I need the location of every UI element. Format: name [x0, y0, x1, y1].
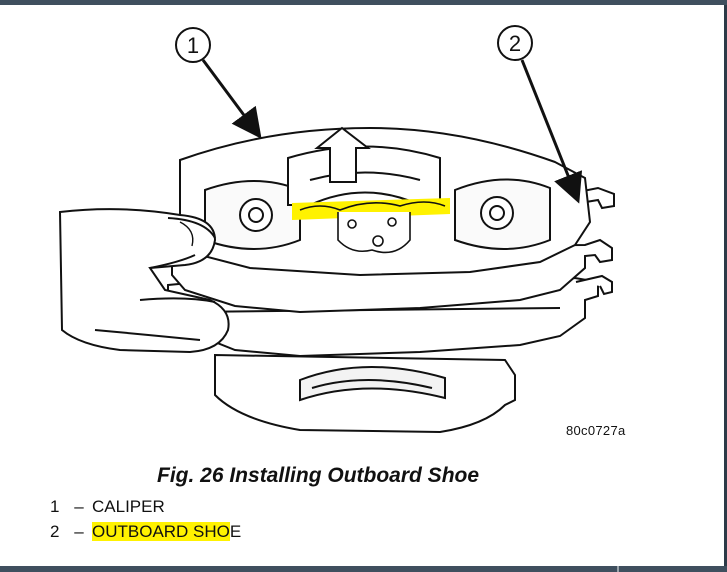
legend-number: 1: [50, 497, 60, 516]
callout-1-number: 1: [187, 33, 199, 58]
pointer-arrow-icon: [520, 59, 583, 204]
caliper-housing: [214, 353, 516, 434]
legend-dash: –: [74, 522, 84, 541]
figure-caption: Fig. 26 Installing Outboard Shoe: [157, 464, 480, 487]
window-top-border: [0, 0, 727, 5]
callout-2: 2: [497, 25, 583, 204]
callout-2-number: 2: [509, 31, 521, 56]
retaining-clip: [292, 198, 450, 254]
figure-code: 80c0727a: [566, 423, 626, 438]
window-right-border: [724, 5, 727, 566]
legend-dash: –: [74, 497, 84, 516]
callout-circle-icon: [497, 25, 533, 61]
callout-circle-icon: [175, 27, 211, 63]
legend-item: 2–OUTBOARD SHOE: [50, 519, 241, 544]
lift-arrow-icon: [314, 126, 371, 183]
legend-label-highlight: OUTBOARD SHO: [92, 522, 230, 541]
window-bottom-border: [0, 566, 727, 572]
legend: 1–CALIPER 2–OUTBOARD SHOE: [50, 494, 241, 544]
callout-1: 1: [175, 27, 262, 139]
pointer-arrow-icon: [201, 59, 262, 139]
technician-hand: [58, 208, 230, 354]
legend-item: 1–CALIPER: [50, 494, 241, 519]
window-divider: [617, 566, 619, 572]
legend-number: 2: [50, 522, 60, 541]
legend-label: CALIPER: [92, 497, 165, 516]
legend-label: E: [229, 522, 242, 541]
